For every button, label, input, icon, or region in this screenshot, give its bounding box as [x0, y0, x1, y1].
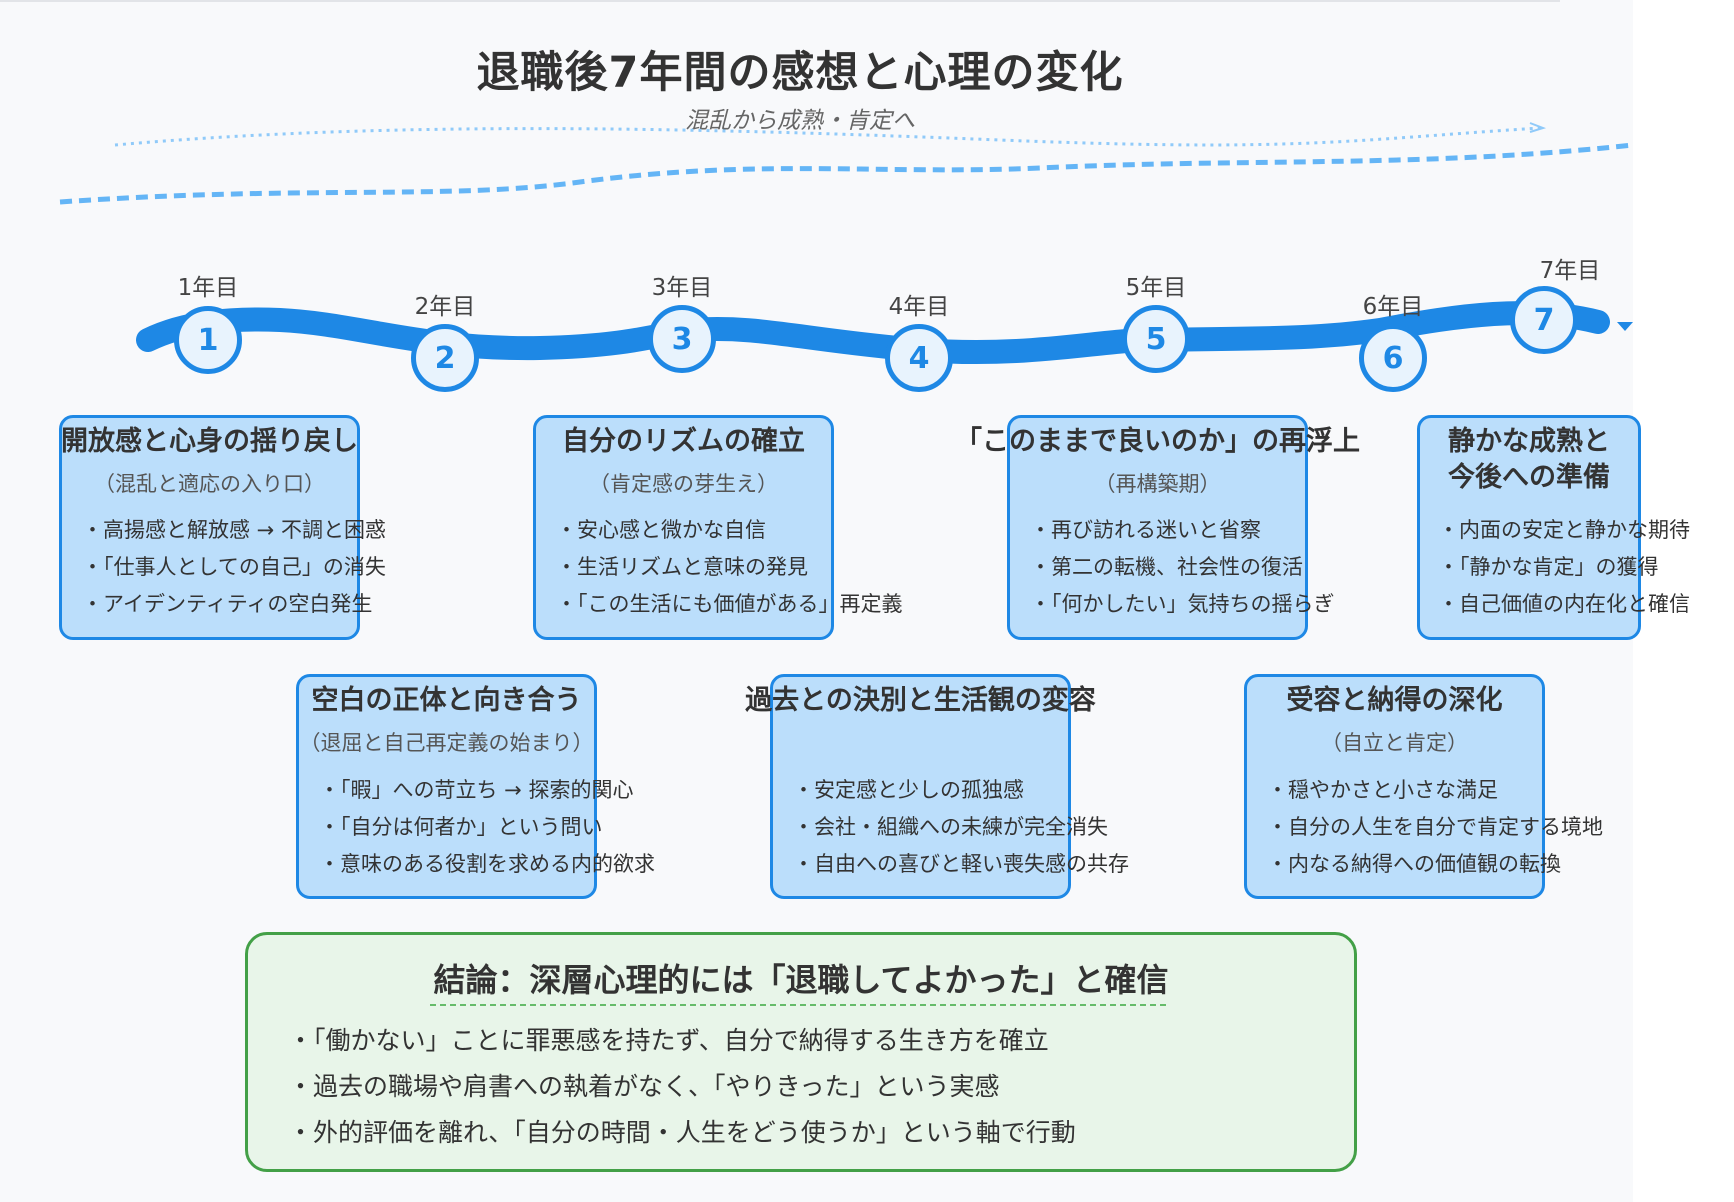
stage-title-7a: 静かな成熟と	[1448, 426, 1610, 457]
stage-card-7	[1417, 415, 1641, 640]
conclusion-divider	[430, 1004, 1166, 1006]
stage-card-2	[296, 674, 597, 899]
stage-4-item-1: ・安定感と少しの孤独感	[793, 778, 1024, 802]
top-border-line	[0, 0, 1560, 2]
stage-2-item-1: ・「暇」への苛立ち → 探索的関心	[319, 778, 634, 802]
year-label-3: 3年目	[651, 275, 713, 301]
timeline-arrowhead	[1617, 322, 1633, 331]
stage-title-2: 空白の正体と向き合う	[311, 685, 582, 716]
stage-5-item-1: ・再び訪れる迷いと省察	[1030, 518, 1261, 542]
conclusion-title: 結論：深層心理的には「退職してよかった」と確信	[433, 961, 1169, 999]
stage-3-item-2: ・生活リズムと意味の発見	[556, 555, 808, 579]
year-label-2: 2年目	[414, 294, 476, 320]
stage-3-item-1: ・安心感と微かな自信	[556, 518, 766, 542]
timeline-wave-path	[136, 301, 1610, 365]
stage-6-item-3: ・内なる納得への価値観の転換	[1267, 852, 1561, 876]
dotted-wave-arrowhead	[1529, 122, 1547, 133]
conclusion-item-3: ・外的評価を離れ、「自分の時間・人生をどう使うか」という軸で行動	[288, 1118, 1076, 1147]
stage-subtitle-3: （肯定感の芽生え）	[589, 472, 778, 496]
stage-1-item-2: ・「仕事人としての自己」の消失	[82, 555, 386, 579]
stage-title-3: 自分のリズムの確立	[562, 426, 805, 457]
year-label-1: 1年目	[177, 275, 239, 301]
conclusion-item-1: ・「働かない」ことに罪悪感を持たず、自分で納得する生き方を確立	[288, 1026, 1049, 1055]
dashed-wave-line	[59, 142, 1634, 205]
page-title: 退職後7年間の感想と心理の変化	[476, 48, 1124, 98]
stage-card-6	[1244, 674, 1545, 899]
stage-subtitle-1: （混乱と適応の入り口）	[94, 472, 325, 496]
stage-title-6: 受容と納得の深化	[1286, 685, 1503, 716]
stage-subtitle-2: （退屈と自己再定義の始まり）	[299, 731, 594, 755]
year-node-3: 3	[648, 305, 716, 373]
page-margin	[1633, 0, 1734, 1202]
stage-6-item-1: ・穏やかさと小さな満足	[1267, 778, 1498, 802]
stage-5-item-2: ・第二の転機、社会性の復活	[1030, 555, 1303, 579]
stage-title-7b: 今後への準備	[1448, 462, 1610, 493]
year-label-7: 7年目	[1539, 258, 1601, 284]
stage-subtitle-6: （自立と肯定）	[1321, 731, 1468, 755]
stage-card-5	[1007, 415, 1308, 640]
dotted-wave-line	[114, 126, 1541, 147]
stage-1-item-1: ・高揚感と解放感 → 不調と困惑	[82, 518, 386, 542]
year-node-5: 5	[1122, 305, 1190, 373]
stage-5-item-3: ・「何かしたい」気持ちの揺らぎ	[1030, 592, 1335, 616]
stage-card-1	[59, 415, 360, 640]
stage-card-3	[533, 415, 834, 640]
stage-4-item-3: ・自由への喜びと軽い喪失感の共存	[793, 852, 1129, 876]
year-label-6: 6年目	[1362, 294, 1424, 320]
conclusion-item-2: ・過去の職場や肩書への執着がなく、「やりきった」という実感	[288, 1072, 1000, 1101]
stage-1-item-3: ・アイデンティティの空白発生	[82, 592, 373, 616]
year-node-6: 6	[1359, 324, 1427, 392]
year-node-4: 4	[885, 324, 953, 392]
year-node-1: 1	[174, 306, 242, 374]
year-label-4: 4年目	[888, 294, 950, 320]
year-node-7: 7	[1510, 286, 1578, 354]
year-label-5: 5年目	[1125, 275, 1187, 301]
year-node-2: 2	[411, 324, 479, 392]
stage-7-item-1: ・内面の安定と静かな期待	[1438, 518, 1690, 542]
stage-2-item-3: ・意味のある役割を求める内的欲求	[319, 852, 655, 876]
stage-2-item-2: ・「自分は何者か」という問い	[319, 815, 603, 839]
stage-6-item-2: ・自分の人生を自分で肯定する境地	[1267, 815, 1603, 839]
stage-4-item-2: ・会社・組織への未練が完全消失	[793, 815, 1108, 839]
stage-7-item-2: ・「静かな肯定」の獲得	[1438, 555, 1659, 579]
stage-title-5: 「このままで良いのか」の再浮上	[955, 426, 1360, 457]
stage-7-item-3: ・自己価値の内在化と確信	[1438, 592, 1690, 616]
stage-title-1: 開放感と心身の揺り戻し	[61, 426, 358, 457]
conclusion-box	[245, 932, 1357, 1172]
stage-subtitle-5: （再構築期）	[1094, 472, 1221, 496]
stage-3-item-3: ・「この生活にも価値がある」再定義	[556, 592, 903, 616]
stage-card-4	[770, 674, 1071, 899]
stage-title-4: 過去との決別と生活観の変容	[745, 685, 1096, 716]
